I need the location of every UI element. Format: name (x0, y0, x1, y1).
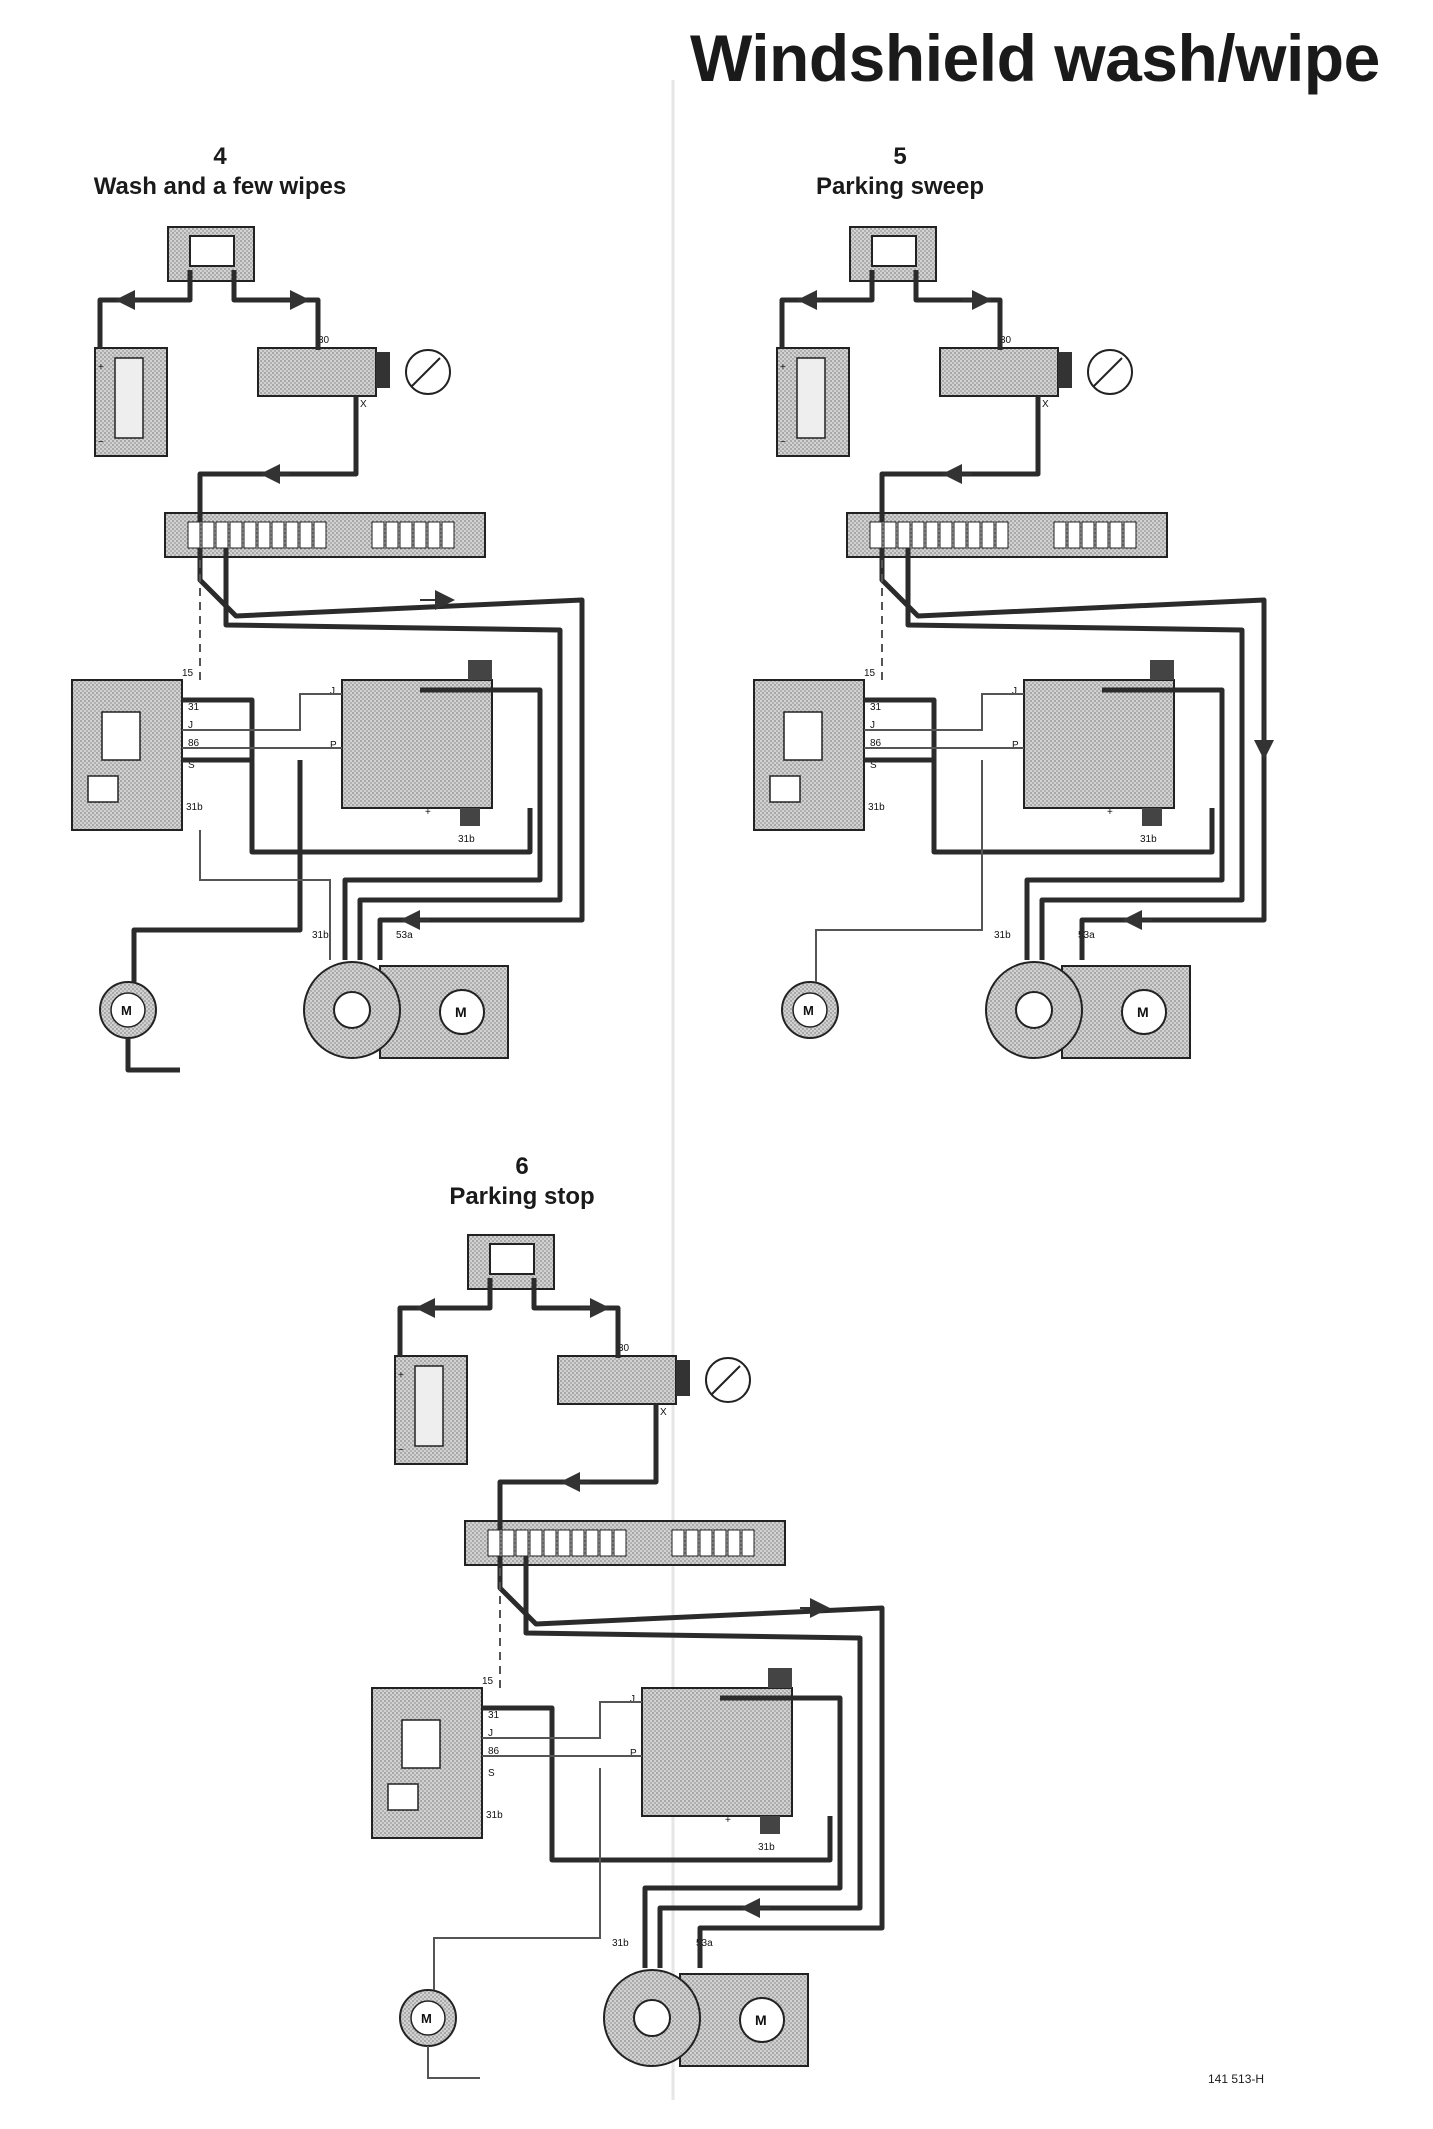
washer-pump-label: M (421, 2011, 432, 2026)
switch-30-label: 30 (1000, 335, 1012, 346)
relay-31b-label: 31b (868, 802, 885, 813)
relay-31-label: 31 (188, 702, 200, 713)
wiper-motor-label: M (1137, 1004, 1149, 1020)
relay-31-label: 31 (488, 1710, 500, 1721)
panel-6-diagram: + − 30 X 15 31 J 86 S 31b J P + (371, 1234, 885, 2079)
battery-minus-label: − (398, 1445, 404, 1456)
flow-arrows (415, 1298, 830, 1918)
motor-53a-label: 53a (396, 930, 413, 941)
motor-53a-label: 53a (696, 1938, 713, 1949)
motor-31b-label: 31b (994, 930, 1011, 941)
wiper-motor-label: M (755, 2012, 767, 2028)
relay-s-label: S (188, 760, 195, 771)
battery-minus-label: − (98, 437, 104, 448)
panel-4-heading: 4 Wash and a few wipes (80, 142, 360, 202)
relay-31-label: 31 (870, 702, 882, 713)
wiper-motor-icon (1121, 989, 1167, 1035)
battery-minus-label: − (780, 437, 786, 448)
battery-plus-label: + (398, 1370, 404, 1381)
relay-86-label: 86 (188, 738, 200, 749)
panel-5-heading: 5 Parking sweep (760, 142, 1040, 202)
relay-15-label: 15 (864, 668, 876, 679)
wiper-switch (257, 347, 377, 397)
relay-j-label: J (188, 720, 193, 731)
flow-arrows (115, 290, 455, 930)
panel-6-caption: Parking stop (449, 1183, 595, 1210)
flow-arrows (797, 290, 1274, 930)
switch-x-label: X (660, 1407, 667, 1418)
relay-s-label: S (870, 760, 877, 771)
switch-knob-icon (1087, 349, 1133, 395)
switch-30-label: 30 (618, 1343, 630, 1354)
panel-6-number: 6 (515, 1153, 529, 1180)
switch-31b-label: 31b (458, 834, 475, 845)
switch-x-label: X (360, 399, 367, 410)
switch-p-label: P (1012, 740, 1019, 751)
panel-5-caption: Parking sweep (815, 173, 985, 200)
switch-x-label: X (1042, 399, 1049, 410)
washer-pump-label: M (803, 1003, 814, 1018)
switch-knob-icon (405, 349, 451, 395)
switch-j-label: J (1012, 686, 1017, 697)
switch-plus-label: + (1107, 807, 1113, 818)
wiper-motor-icon (439, 989, 485, 1035)
relay-15-label: 15 (482, 1676, 494, 1687)
wiper-wash-switch (341, 679, 493, 809)
relay-s-label: S (488, 1768, 495, 1779)
motor-31b-label: 31b (312, 930, 329, 941)
wiper-motor-icon (739, 1997, 785, 2043)
thin-wires (815, 560, 1024, 982)
switch-31b-label: 31b (1140, 834, 1157, 845)
wiper-motor-label: M (455, 1004, 467, 1020)
relay-31b-label: 31b (486, 1810, 503, 1821)
fuse-row (869, 521, 1137, 549)
battery-plus-label: + (98, 362, 104, 373)
panel-6-heading: 6 Parking stop (382, 1152, 662, 1212)
wiper-switch (939, 347, 1059, 397)
switch-plus-label: + (425, 807, 431, 818)
panel-5-number: 5 (893, 143, 907, 170)
thin-wires (427, 1568, 642, 2079)
relay-31b-label: 31b (186, 802, 203, 813)
panel-5-diagram: + − 30 X 15 31 J 86 S 31b J P + (753, 226, 1274, 1059)
fuse-row (487, 1529, 755, 1557)
switch-knob-icon (705, 1357, 751, 1403)
thin-wires (182, 560, 342, 960)
figure-code: 141 513-H (1208, 2072, 1265, 2086)
relay-15-label: 15 (182, 668, 194, 679)
panel-4-caption: Wash and a few wipes (93, 173, 347, 200)
relay-86-label: 86 (488, 1746, 500, 1757)
relay-j-label: J (870, 720, 875, 731)
wiper-wash-switch (1023, 679, 1175, 809)
switch-j-label: J (330, 686, 335, 697)
switch-p-label: P (330, 740, 337, 751)
switch-p-label: P (630, 1748, 637, 1759)
page-title: Windshield wash/wipe (690, 21, 1380, 95)
switch-plus-label: + (725, 1815, 731, 1826)
switch-30-label: 30 (318, 335, 330, 346)
battery-plus-label: + (780, 362, 786, 373)
switch-31b-label: 31b (758, 1842, 775, 1853)
panel-4-diagram: + − 30 X 15 31 J 86 S 31b (71, 226, 585, 1073)
fuse-row (187, 521, 455, 549)
motor-31b-label: 31b (612, 1938, 629, 1949)
switch-j-label: J (630, 1694, 635, 1705)
washer-pump-label: M (121, 1003, 132, 1018)
wiper-switch (557, 1355, 677, 1405)
relay-86-label: 86 (870, 738, 882, 749)
wires (97, 270, 585, 1073)
motor-53a-label: 53a (1078, 930, 1095, 941)
relay-j-label: J (488, 1728, 493, 1739)
wiper-wash-switch (641, 1687, 793, 1817)
panel-4-number: 4 (213, 143, 227, 170)
